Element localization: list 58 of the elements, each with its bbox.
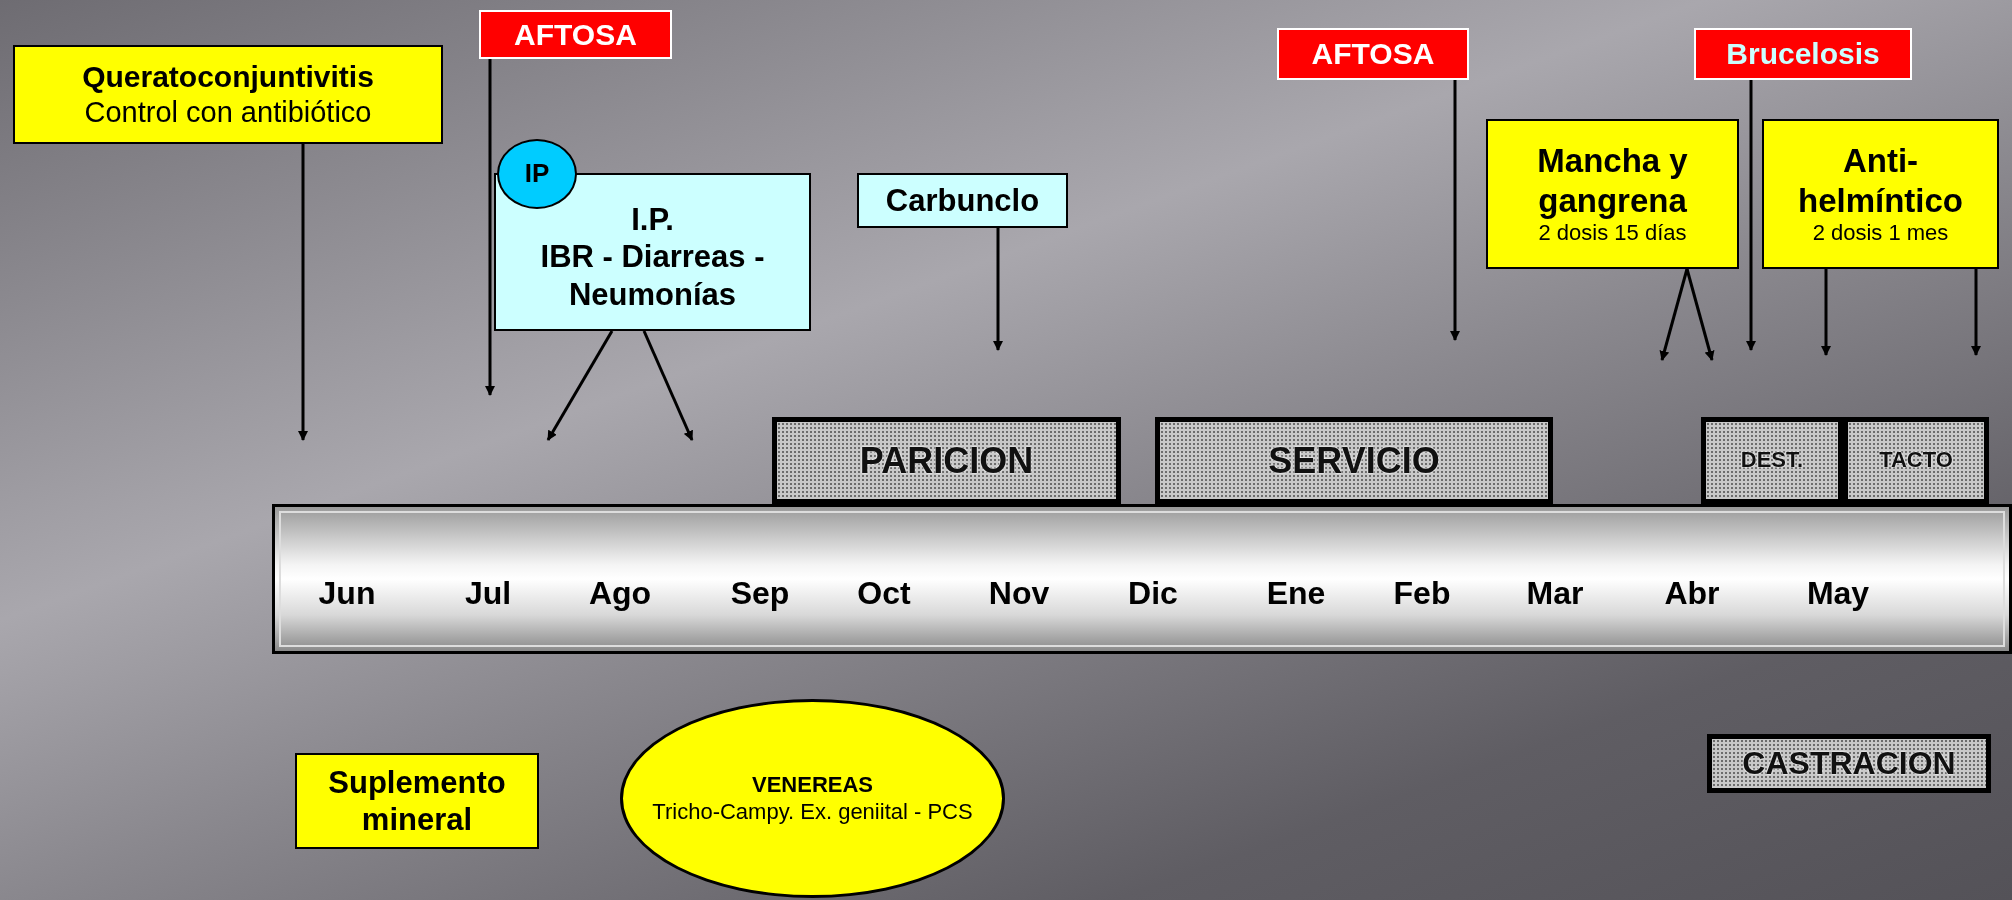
box-title: TACTO [1878,447,1954,474]
alert-box [1694,28,1912,80]
arrow [1450,80,1460,341]
note-box [295,753,539,849]
month-label: Oct [857,575,911,612]
box-title: VENEREAS [750,772,874,799]
box-title: I.P. [630,201,675,239]
task-box [1707,734,1991,793]
month-label: Abr [1664,575,1720,612]
box-title: CASTRACION [1741,744,1957,783]
arrow [642,330,694,441]
note-box [13,45,443,144]
box-title: IP [523,158,551,190]
box-text: Control con antibiótico [83,95,373,130]
arrow [546,330,614,441]
month-label: Ago [588,575,652,612]
box-title: Queratoconjuntivitis [81,59,375,96]
period-box [1701,417,1843,504]
box-text: 2 dosis 1 mes [1811,220,1950,247]
box-title: Brucelosis [1725,36,1881,72]
box-title: PARICION [858,438,1035,483]
treatment-box [1762,119,1999,269]
arrow [1746,80,1756,351]
month-label: Jul [464,575,512,612]
box-title: AFTOSA [513,16,638,53]
box-title: AFTOSA [1310,36,1436,72]
month-label: May [1806,575,1870,612]
period-box [1155,417,1553,504]
arrow [1971,269,1981,356]
period-box [772,417,1121,504]
arrow [1821,269,1831,356]
box-text: IBR - Diarreas - Neumonías [539,238,766,313]
month-label: Feb [1393,575,1451,612]
month-label: Nov [988,575,1050,612]
box-text: Tricho-Campy. Ex. geniital - PCS [651,798,974,825]
box-title: Suplemento mineral [327,763,507,839]
alert-box [479,10,672,59]
alert-box [1277,28,1469,80]
arrow [1659,268,1689,361]
box-title: DEST. [1739,447,1805,474]
box-title: SERVICIO [1267,438,1441,483]
month-label: Mar [1526,575,1584,612]
box-title: Anti-helmíntico [1797,141,1964,221]
month-label: Ene [1266,575,1326,612]
arrow [298,144,308,441]
month-label: Sep [730,575,790,612]
arrow [485,59,495,396]
arrow [993,228,1003,351]
period-box [1843,417,1989,504]
timeline-bar [272,504,2012,654]
box-title: Mancha y gangrena [1536,141,1689,221]
month-label: Jun [318,575,376,612]
month-label: Dic [1128,575,1178,612]
arrow [1685,268,1715,361]
box-title: Carbunclo [884,181,1041,220]
vaccine-box [857,173,1068,228]
vaccine-box [1486,119,1739,269]
box-text: 2 dosis 15 días [1537,220,1688,247]
